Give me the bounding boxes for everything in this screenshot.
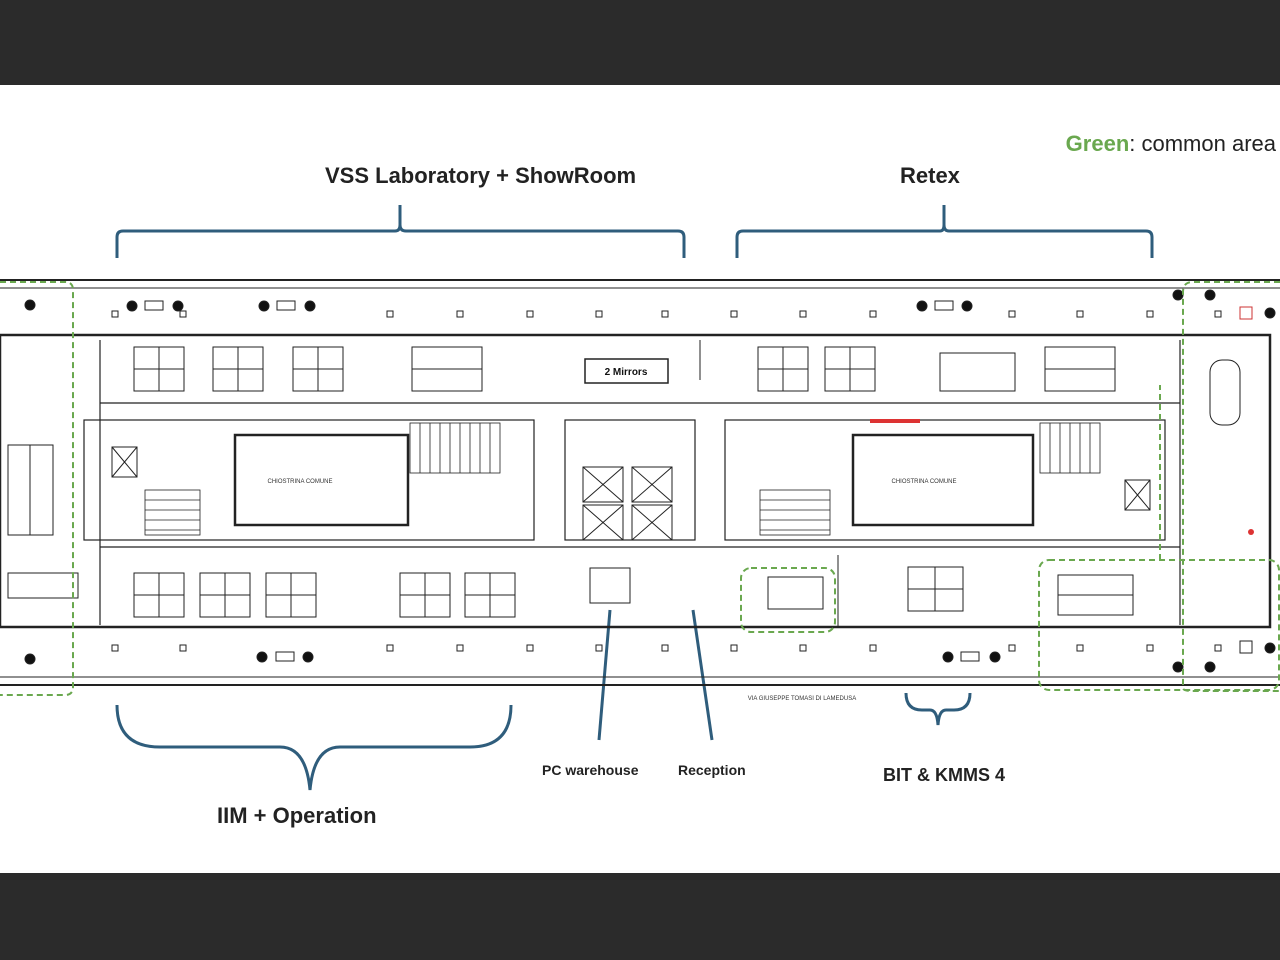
- common-area-right-top: [1182, 281, 1280, 692]
- street-label: VIA GIUSEPPE TOMASI DI LAMEDUSA: [748, 696, 856, 702]
- common-areas: [0, 281, 1280, 696]
- arrow-pc-warehouse: [597, 609, 612, 741]
- bracket-bit: [904, 692, 972, 726]
- stairs: [144, 422, 1101, 536]
- zone-label-pc-warehouse: PC warehouse: [542, 762, 639, 778]
- arrow-reception: [691, 609, 714, 741]
- zone-label-retex: Retex: [900, 163, 960, 188]
- zone-label-bit: BIT & KMMS 4: [883, 765, 1006, 785]
- chiostrina-left-label: CHIOSTRINA COMUNE: [267, 479, 332, 485]
- elevators: [111, 446, 1151, 604]
- desk-clusters: [7, 346, 1241, 618]
- red-markers: [870, 419, 1254, 535]
- slide: 2 Mirrors CHIOSTRINA COMUNE CHIOSTRINA C…: [0, 85, 1280, 873]
- floor-plan: 2 Mirrors CHIOSTRINA COMUNE CHIOSTRINA C…: [0, 205, 1280, 791]
- zone-label-vss: VSS Laboratory + ShowRoom: [325, 163, 637, 188]
- device-groups: [24, 289, 1276, 673]
- column-markers: [111, 310, 1222, 652]
- zone-brackets: [115, 205, 1154, 791]
- mirrors-label: 2 Mirrors: [605, 367, 648, 378]
- mirrors-box: [584, 358, 669, 384]
- common-area-left: [0, 281, 74, 696]
- zone-label-iim: IIM + Operation: [217, 803, 377, 828]
- bracket-vss: [115, 205, 686, 258]
- zone-label-reception: Reception: [678, 762, 746, 778]
- bracket-iim: [115, 704, 513, 791]
- common-area-meeting: [740, 567, 836, 633]
- chiostrina-right-label: CHIOSTRINA COMUNE: [891, 479, 956, 485]
- bracket-retex: [735, 205, 1154, 258]
- legend: Green: common area: [1066, 131, 1276, 157]
- common-area-right-bottom: [1038, 559, 1280, 691]
- legend-text: : common area: [1129, 131, 1276, 156]
- legend-keyword: Green: [1065, 131, 1130, 156]
- building-walls: [0, 279, 1280, 686]
